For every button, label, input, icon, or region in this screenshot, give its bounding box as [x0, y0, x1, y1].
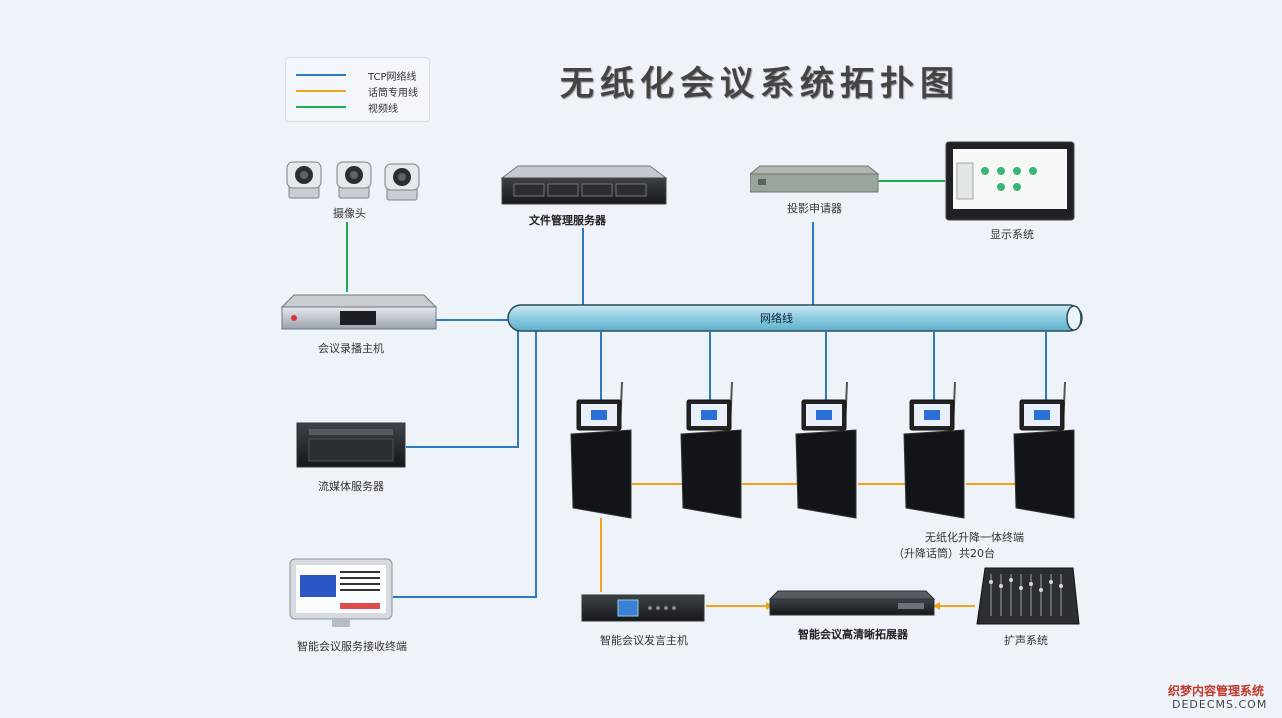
- file-server-label: 文件管理服务器: [529, 214, 606, 227]
- monitor-icon: [289, 558, 393, 627]
- streaming-label: 流媒体服务器: [318, 480, 384, 493]
- tcp-line: [406, 330, 519, 448]
- legend-swatch: [296, 90, 346, 92]
- extender-icon: [768, 590, 936, 616]
- display-label: 显示系统: [990, 228, 1034, 241]
- lift-terminal-icon: [795, 381, 857, 519]
- legend-swatch: [296, 74, 346, 76]
- legend: TCP网络线 话筒专用线 视频线: [285, 57, 430, 122]
- projector-label: 投影申请器: [787, 202, 842, 215]
- recorder-label: 会议录播主机: [318, 342, 384, 355]
- camera-icon: [286, 161, 420, 201]
- tcp-line: [393, 330, 537, 598]
- speech-host-icon: [581, 594, 705, 622]
- mixer-icon: [976, 567, 1080, 625]
- backbone-label: 网络线: [760, 312, 793, 325]
- terminal-count-label: （升降话筒）共20台: [893, 547, 995, 560]
- lift-terminal-icon: [903, 381, 965, 519]
- legend-label: 视频线: [368, 104, 398, 115]
- streaming-server-icon: [296, 422, 406, 468]
- lift-terminal-icon: [680, 381, 742, 519]
- backbone-end: [1066, 305, 1082, 331]
- terminal-label: 无纸化升降一体终端: [925, 531, 1024, 544]
- legend-label: 话筒专用线: [368, 88, 418, 99]
- lift-terminal-icon: [1013, 381, 1075, 519]
- projector-box-icon: [750, 165, 880, 193]
- extender-label: 智能会议高清晰拓展器: [798, 628, 908, 641]
- display-tablet-icon: [945, 141, 1075, 221]
- receiver-label: 智能会议服务接收终端: [297, 640, 407, 653]
- legend-swatch: [296, 106, 346, 108]
- network-backbone: [507, 304, 1083, 332]
- speech-host-label: 智能会议发言主机: [600, 634, 688, 647]
- legend-item-mic: 话筒专用线: [296, 85, 426, 99]
- amplifier-label: 扩声系统: [1004, 634, 1048, 647]
- legend-item-tcp: TCP网络线: [296, 69, 426, 83]
- lift-terminal-icon: [570, 381, 632, 519]
- watermark-text: 织梦内容管理系统: [1168, 684, 1265, 698]
- arrow-left-icon: [933, 602, 940, 610]
- legend-label: TCP网络线: [368, 72, 417, 83]
- diagram-title: 无纸化会议系统拓扑图: [560, 64, 960, 104]
- watermark-domain: DEDECMS.COM: [1172, 698, 1268, 711]
- legend-item-video: 视频线: [296, 101, 426, 115]
- rack-server-icon: [500, 165, 668, 205]
- camera-label: 摄像头: [333, 207, 366, 220]
- recorder-host-icon: [280, 294, 438, 330]
